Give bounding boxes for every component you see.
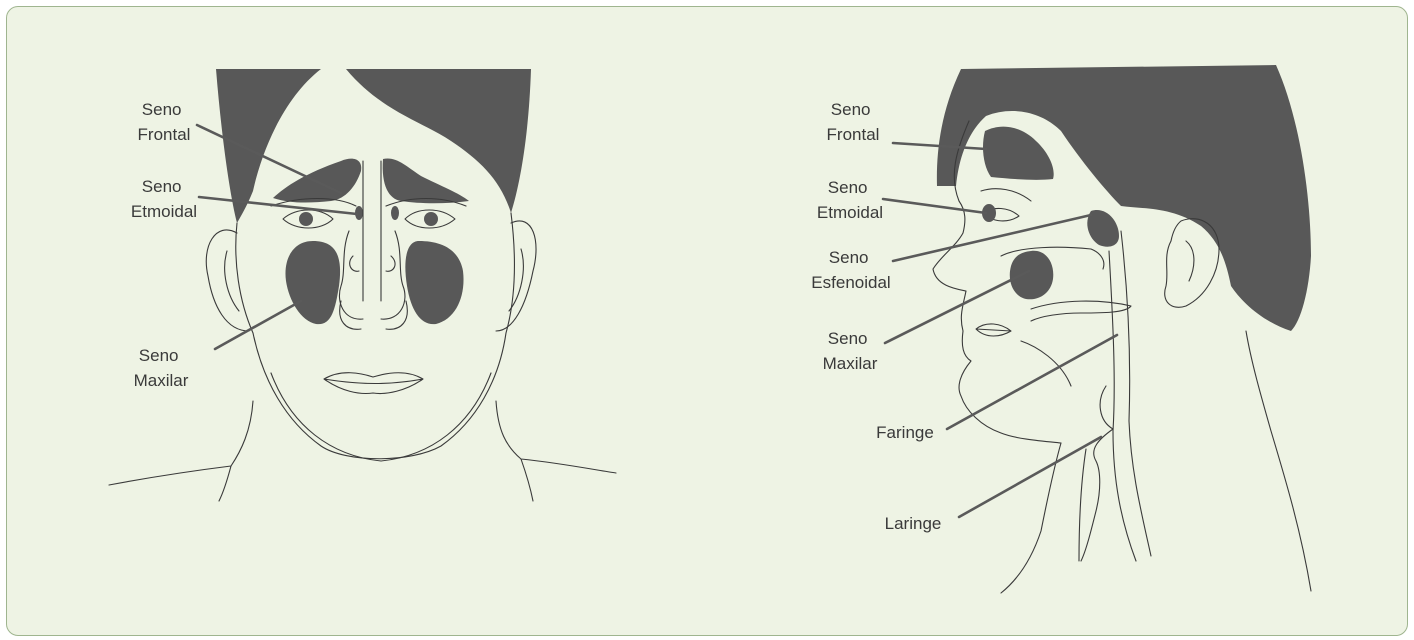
diagram-panel: Seno Frontal Seno Etmoidal Seno Maxilar	[6, 6, 1408, 636]
profile-label-seno-frontal: Seno Frontal	[827, 100, 880, 144]
front-face-outline	[236, 213, 515, 459]
profile-label-seno-maxilar: Seno Maxilar	[823, 329, 878, 373]
front-leader-lines	[197, 125, 357, 349]
front-label-seno-maxilar: Seno Maxilar	[134, 346, 189, 390]
front-label-seno-frontal: Seno Frontal	[138, 100, 191, 144]
profile-label-faringe: Faringe	[876, 423, 934, 442]
profile-head-illustration	[933, 65, 1311, 593]
profile-frontal-sinus	[983, 127, 1054, 180]
profile-hair	[937, 65, 1311, 331]
front-mouth	[324, 373, 423, 394]
front-hair	[216, 69, 531, 223]
profile-label-laringe: Laringe	[885, 514, 942, 533]
front-neck-shoulders	[109, 401, 616, 501]
profile-maxillary-sinus	[1010, 251, 1054, 299]
front-maxillary-sinus-right	[405, 241, 463, 324]
front-maxillary-sinus-left	[285, 241, 340, 324]
profile-label-seno-esfenoidal: Seno Esfenoidal	[811, 248, 890, 292]
front-frontal-sinus-right	[383, 158, 469, 203]
sinus-diagram: Seno Frontal Seno Etmoidal Seno Maxilar	[7, 7, 1407, 635]
front-left-ear	[206, 230, 249, 331]
front-label-seno-etmoidal: Seno Etmoidal	[131, 177, 197, 221]
front-right-ear	[496, 221, 536, 331]
profile-larynx	[1081, 386, 1113, 561]
profile-label-seno-etmoidal: Seno Etmoidal	[817, 178, 883, 222]
profile-pharynx	[1109, 231, 1151, 561]
